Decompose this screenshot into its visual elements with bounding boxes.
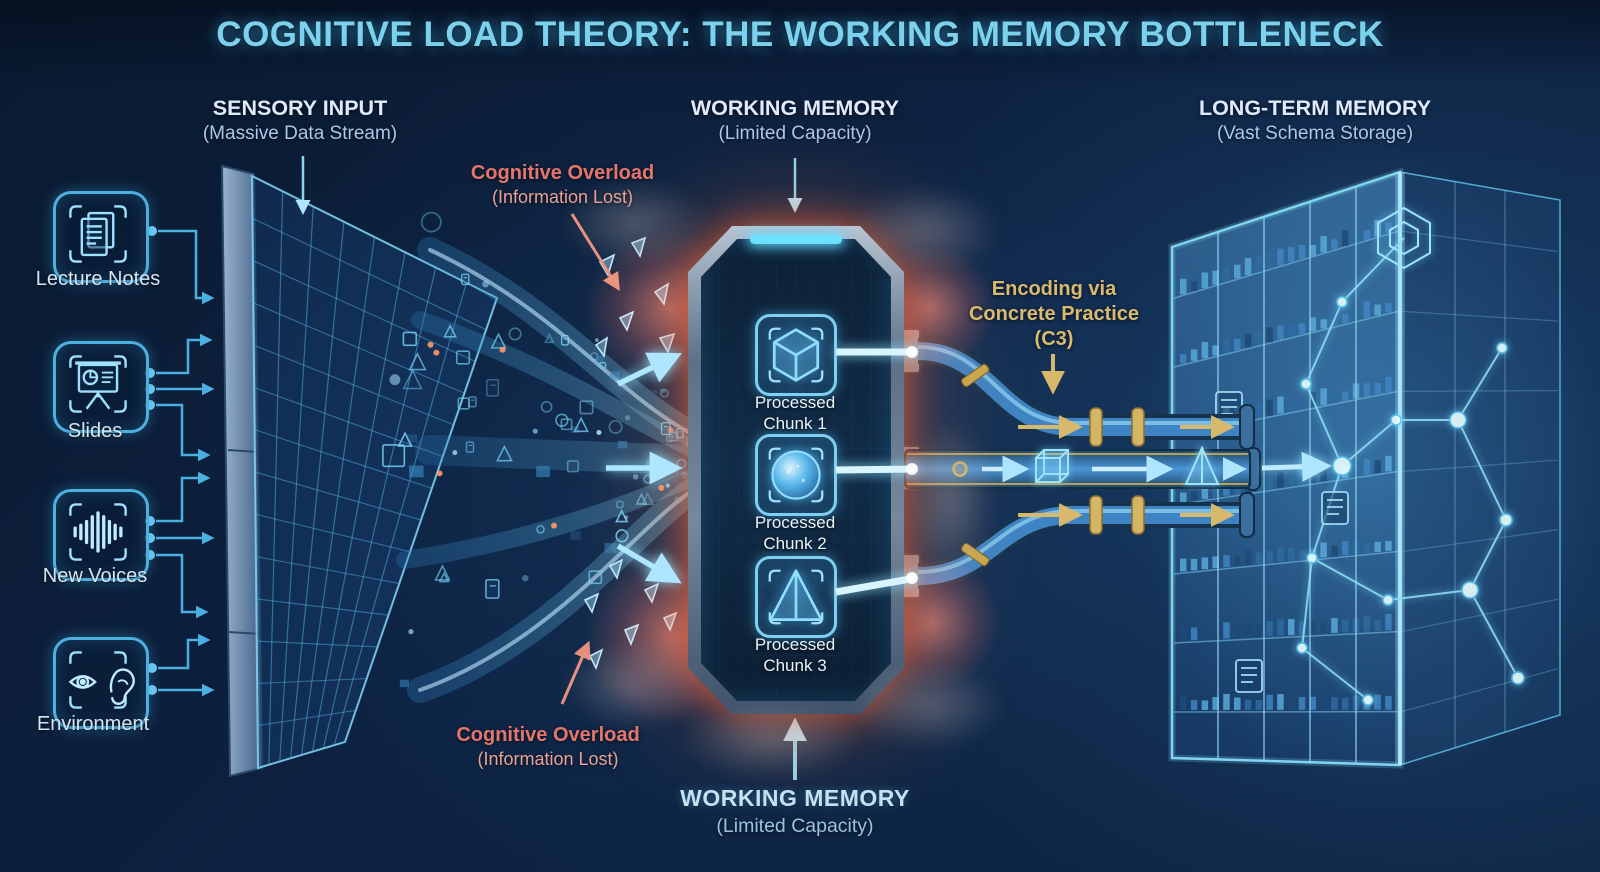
gold-pipe-rings [1089, 407, 1145, 535]
status-light-bar [750, 235, 842, 244]
overload-top-label: Cognitive Overload (Information Lost) [455, 162, 670, 208]
smoke [560, 640, 700, 730]
presentation-icon [69, 355, 127, 413]
overload-bottom-subtitle: (Information Lost) [477, 749, 619, 769]
top-band [0, 0, 1600, 86]
longterm-header: LONG-TERM MEMORY (Vast Schema Storage) [1128, 96, 1502, 145]
smoke [680, 700, 860, 780]
page-title: COGNITIVE LOAD THEORY: THE WORKING MEMOR… [216, 15, 1384, 54]
working-bottom-title: WORKING MEMORY [680, 785, 910, 811]
source-label-lecture-notes: Lecture Notes [35, 268, 161, 290]
source-label-environment: Environment [36, 713, 150, 735]
working-bottom-label: WORKING MEMORY (Limited Capacity) [630, 785, 960, 838]
waveform-icon [69, 503, 127, 561]
overload-bottom-title: Cognitive Overload [456, 724, 640, 746]
source-label-slides: Slides [67, 420, 123, 442]
overload-bottom-label: Cognitive Overload (Information Lost) [438, 724, 658, 770]
longterm-title: LONG-TERM MEMORY [1198, 96, 1432, 120]
smoke [905, 420, 995, 580]
working-header: WORKING MEMORY (Limited Capacity) [630, 96, 960, 145]
sphere-icon [768, 447, 824, 503]
cube-hologram-icon [1035, 449, 1069, 483]
source-card-slides [53, 341, 149, 433]
working-subtitle: (Limited Capacity) [718, 123, 872, 144]
encoding-label: Encoding via Concrete Practice (C3) [968, 278, 1140, 350]
sensory-title: SENSORY INPUT [212, 96, 388, 120]
working-title: WORKING MEMORY [690, 96, 900, 120]
overload-top-subtitle: (Information Lost) [491, 187, 634, 207]
overload-top-title: Cognitive Overload [470, 162, 655, 184]
longterm-glow [1140, 140, 1600, 800]
source-label-new-voices: New Voices [42, 565, 148, 587]
pyramid-icon [768, 569, 824, 625]
chunk-2-card [755, 434, 837, 516]
eye-ear-icon [68, 651, 135, 709]
working-bottom-subtitle: (Limited Capacity) [716, 815, 874, 837]
smoke [850, 185, 1000, 275]
sensory-grid-panel [220, 164, 499, 778]
source-connectors [145, 226, 215, 697]
sensory-subtitle: (Massive Data Stream) [202, 123, 398, 144]
cube-icon [768, 327, 824, 383]
longterm-subtitle: (Vast Schema Storage) [1216, 123, 1414, 144]
smoke [855, 660, 1005, 750]
chunk-1-card [755, 314, 837, 396]
document-icon [69, 205, 127, 263]
grid-lines [252, 191, 487, 765]
chunk-3-card [755, 556, 837, 638]
smoke [560, 178, 710, 268]
sensory-header: SENSORY INPUT (Massive Data Stream) [135, 96, 465, 145]
